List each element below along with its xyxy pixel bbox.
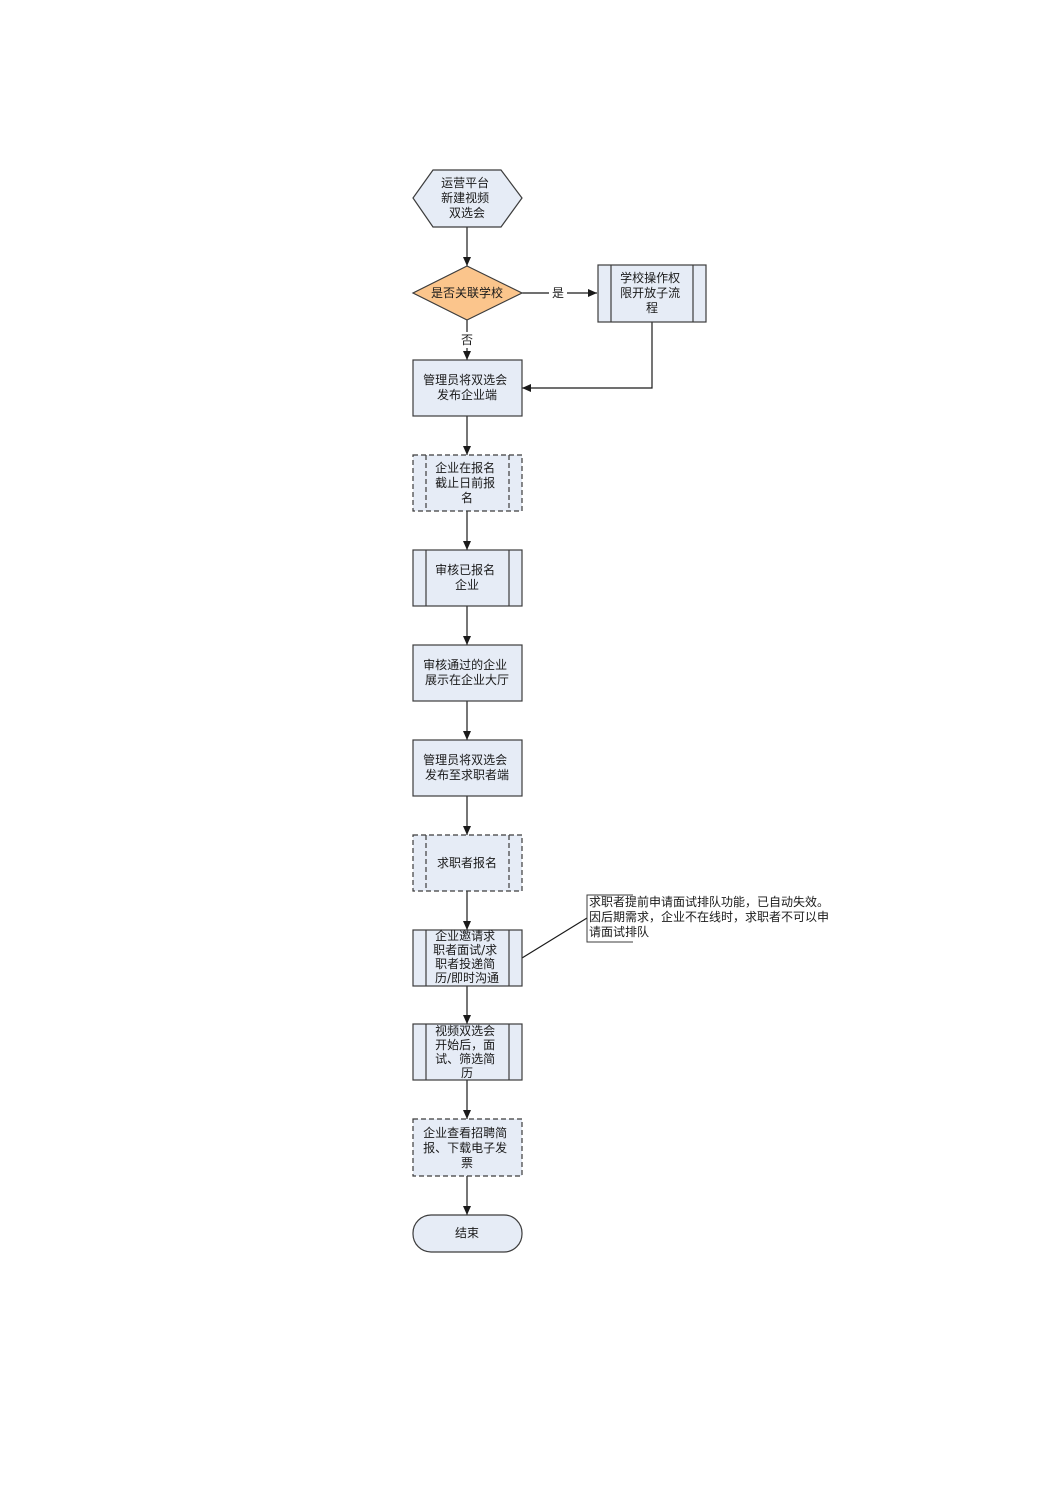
node-review-line: 企业 — [455, 577, 479, 592]
node-review-line: 审核已报名 — [435, 562, 495, 577]
node-showcase-text: 审核通过的企业 展示在企业大厅 — [423, 657, 511, 687]
node-decision: 是否关联学校 — [411, 265, 524, 321]
node-company-register-line: 企业在报名 — [435, 460, 495, 475]
node-publish-seeker-line: 发布至求职者端 — [425, 767, 509, 782]
node-interview-line: 视频双选会 — [435, 1023, 495, 1038]
node-publish-seeker: 管理员将双选会 发布至求职者端 — [412, 739, 523, 797]
node-invite-line: 职者面试/求 — [433, 942, 497, 957]
node-report-line: 报、下载电子发 — [423, 1140, 507, 1155]
node-invite: 企业邀请求 职者面试/求 职者投递简 历/即时沟通 — [412, 928, 523, 987]
node-start-text: 运营平台 新建视频 双选会 — [441, 175, 493, 220]
node-seeker-register: 求职者报名 — [412, 834, 523, 892]
node-report-text: 企业查看招聘简 报、下载电子发 票 — [423, 1125, 511, 1170]
edge-school-process-publish-company — [522, 322, 653, 392]
node-publish-company-line: 发布企业端 — [437, 387, 497, 402]
node-seeker-register-text: 求职者报名 — [437, 855, 497, 870]
node-school-process: 学校操作权 限开放子流 程 — [597, 264, 707, 323]
node-publish-company-text: 管理员将双选会 发布企业端 — [423, 372, 511, 402]
annotation-leader-line — [521, 917, 588, 959]
no-label-bg — [458, 332, 476, 348]
node-interview-line: 试、筛选简 — [435, 1051, 495, 1066]
node-publish-company-line: 管理员将双选会 — [423, 372, 507, 387]
node-company-register: 企业在报名 截止日前报 名 — [412, 454, 523, 512]
node-invite-line: 企业邀请求 — [435, 928, 495, 943]
node-publish-seeker-text: 管理员将双选会 发布至求职者端 — [423, 752, 511, 782]
node-invite-line: 职者投递简 — [435, 956, 495, 971]
node-start-line: 运营平台 — [441, 175, 489, 190]
node-interview-line: 历 — [461, 1066, 473, 1080]
node-company-register-line: 名 — [461, 490, 473, 505]
node-end-text: 结束 — [455, 1226, 479, 1240]
node-interview-text: 视频双选会 开始后，面 试、筛选简 历 — [435, 1023, 499, 1080]
node-review: 审核已报名 企业 — [412, 549, 523, 607]
node-review-text: 审核已报名 企业 — [435, 562, 499, 592]
node-start-line: 新建视频 — [441, 190, 489, 205]
node-publish-seeker-line: 管理员将双选会 — [423, 752, 507, 767]
node-showcase-line: 审核通过的企业 — [423, 657, 507, 672]
node-company-register-line: 截止日前报 — [435, 475, 495, 490]
node-interview: 视频双选会 开始后，面 试、筛选简 历 — [412, 1023, 523, 1081]
node-showcase-line: 展示在企业大厅 — [425, 672, 509, 687]
annotation-text: 求职者提前申请面试排队功能，已自动失效。 因后期需求，企业不在线时，求职者不可以… — [589, 894, 833, 939]
node-start: 运营平台 新建视频 双选会 — [412, 169, 523, 228]
node-publish-company: 管理员将双选会 发布企业端 — [412, 359, 523, 417]
annotation-line: 因后期需求，企业不在线时，求职者不可以申 — [589, 909, 829, 924]
edge-label-yes: 是 — [552, 286, 564, 300]
node-end: 结束 — [412, 1214, 523, 1253]
node-invite-line: 历/即时沟通 — [435, 971, 499, 985]
node-start-line: 双选会 — [449, 206, 485, 220]
yes-label-bg — [549, 285, 567, 301]
annotation: 求职者提前申请面试排队功能，已自动失效。 因后期需求，企业不在线时，求职者不可以… — [586, 894, 833, 943]
node-school-process-line: 学校操作权 — [620, 270, 680, 285]
node-invite-text: 企业邀请求 职者面试/求 职者投递简 历/即时沟通 — [433, 928, 501, 985]
node-school-process-line: 程 — [646, 300, 658, 315]
node-decision-text: 是否关联学校 — [431, 285, 503, 300]
node-report-line: 企业查看招聘简 — [423, 1125, 507, 1140]
edge-label-no: 否 — [461, 333, 473, 347]
annotation-line: 请面试排队 — [589, 924, 649, 939]
node-showcase: 审核通过的企业 展示在企业大厅 — [412, 644, 523, 702]
node-school-process-line: 限开放子流 — [620, 285, 680, 300]
node-interview-line: 开始后，面 — [435, 1038, 495, 1052]
annotation-line: 求职者提前申请面试排队功能，已自动失效。 — [589, 894, 829, 909]
node-report: 企业查看招聘简 报、下载电子发 票 — [412, 1118, 523, 1177]
node-company-register-text: 企业在报名 截止日前报 名 — [435, 460, 499, 505]
connectors — [463, 227, 653, 1215]
node-report-line: 票 — [461, 1156, 473, 1170]
node-school-process-text: 学校操作权 限开放子流 程 — [620, 270, 684, 315]
